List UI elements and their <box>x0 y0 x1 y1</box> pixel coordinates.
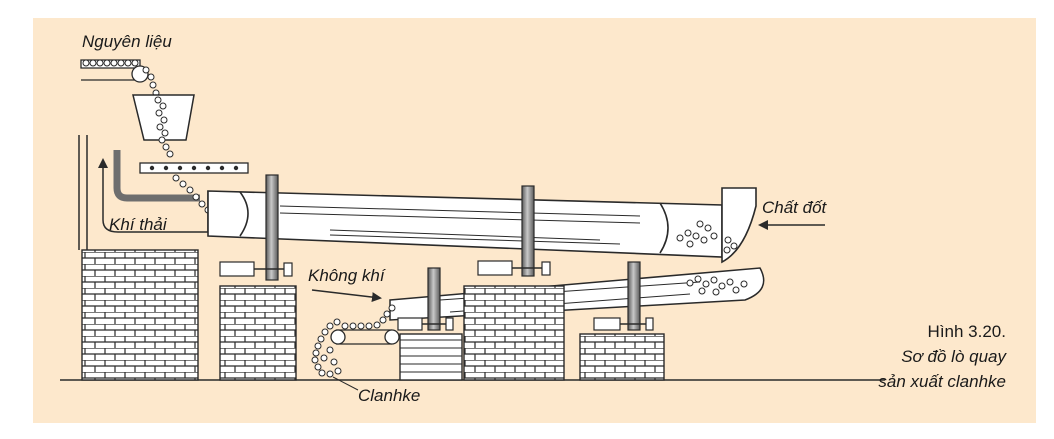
grate-dots <box>149 165 239 171</box>
label-clinker: Clanhke <box>358 386 420 405</box>
hood-particles <box>723 236 738 254</box>
brick-foundation-1 <box>81 249 199 381</box>
clinker-conveyor <box>330 329 400 345</box>
kiln-support-1 <box>219 174 293 281</box>
label-air: Không khí <box>308 266 387 285</box>
label-exhaust-gas: Khí thải <box>109 215 168 234</box>
label-raw-material: Nguyên liệu <box>82 32 172 51</box>
caption-line-2: sản xuất clanhke <box>878 372 1006 391</box>
caption-number: Hình 3.20. <box>928 322 1006 341</box>
air-arrow <box>311 289 382 303</box>
slat-foundation <box>399 333 463 381</box>
cooler-support-1 <box>397 267 454 331</box>
cooler-particles <box>686 275 748 296</box>
brick-foundation-4 <box>579 333 665 381</box>
kiln-particles <box>676 220 718 248</box>
raw-material-particles <box>82 59 160 97</box>
hopper-particles <box>154 96 174 158</box>
kiln-support-2 <box>477 185 551 277</box>
burner-hood <box>721 187 757 264</box>
clinker-particles <box>311 304 396 378</box>
brick-foundation-3 <box>463 285 565 381</box>
clinker-leader-line <box>332 376 359 391</box>
caption-line-1: Sơ đồ lò quay <box>901 347 1007 366</box>
cooler-support-2 <box>593 261 654 331</box>
exhaust-pipe <box>113 150 200 202</box>
label-fuel: Chất đốt <box>762 198 828 217</box>
brick-foundation-2 <box>219 285 297 381</box>
